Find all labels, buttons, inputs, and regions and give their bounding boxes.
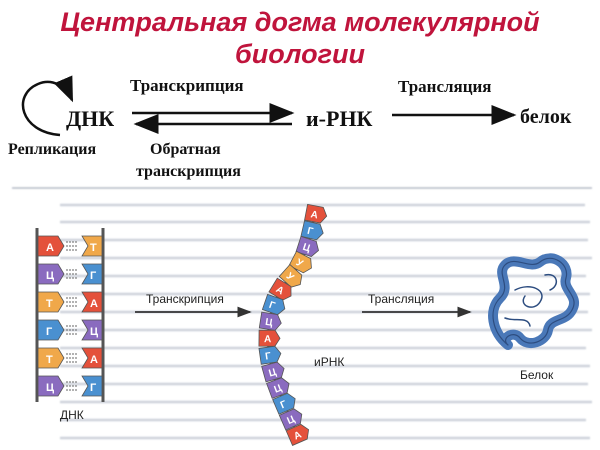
rna-base: У xyxy=(288,250,312,274)
rna-base-letter: Ц xyxy=(286,414,298,427)
dna-right-base xyxy=(81,235,103,257)
dna-left-base xyxy=(37,347,65,369)
dna-right-base xyxy=(81,263,103,285)
dna-left-base xyxy=(37,291,65,313)
rna-base: Г xyxy=(300,220,324,241)
rna-base: Ц xyxy=(278,408,303,431)
rna-base-shape xyxy=(285,423,310,446)
rna-base: Г xyxy=(261,293,286,316)
dna-node: ДНК xyxy=(66,106,115,131)
dna-left-base xyxy=(37,263,65,285)
translation-label: Трансляция xyxy=(398,77,492,96)
illus-dna-label: ДНК xyxy=(60,408,84,422)
dna-right-base-letter: Г xyxy=(90,382,97,394)
rna-base: А xyxy=(258,329,281,347)
dna-right-base xyxy=(81,375,103,397)
rna-base-shape xyxy=(258,345,282,365)
reverse-transcription-label-1: Обратная xyxy=(150,141,221,158)
rna-base-shape xyxy=(295,235,319,258)
protein-icon xyxy=(488,253,579,350)
reverse-transcription-label-2: транскрипция xyxy=(136,163,241,180)
rna-base-letter: Ц xyxy=(264,317,274,329)
rna-node: и-РНК xyxy=(306,106,373,131)
rna-base-letter: У xyxy=(294,257,305,270)
background-text xyxy=(12,187,592,440)
rna-base: Ц xyxy=(266,377,290,399)
rna-base-letter: А xyxy=(292,430,303,443)
rna-base-shape xyxy=(304,203,328,224)
rna-base: Г xyxy=(272,392,296,415)
dna-left-base-letter: Г xyxy=(46,326,53,338)
dna-left-base-letter: Т xyxy=(46,298,53,310)
rna-base-letter: Г xyxy=(306,226,314,238)
dna-left-base xyxy=(37,375,65,397)
rna-base-letter: Г xyxy=(267,300,276,312)
rna-base-letter: Ц xyxy=(273,383,284,396)
rna-base-letter: Г xyxy=(264,351,271,363)
rna-base: Ц xyxy=(295,235,319,258)
rna-base-shape xyxy=(288,250,312,274)
rna-base-letter: А xyxy=(310,209,319,221)
dna-right-base xyxy=(81,319,103,341)
rna-base-letter: Ц xyxy=(301,242,312,255)
illus-translation-label: Трансляция xyxy=(368,292,435,306)
rna-base-shape xyxy=(258,311,282,331)
dna-left-base-letter: Ц xyxy=(46,270,54,282)
dna-left-base-letter: Т xyxy=(46,354,53,366)
dna-right-base-letter: Г xyxy=(90,270,97,282)
rna-base: У xyxy=(278,263,303,288)
rna-base-letter: Ц xyxy=(268,367,279,380)
rna-base: Г xyxy=(258,345,282,365)
illus-rna-label: иРНК xyxy=(314,355,345,369)
dna-left-base xyxy=(37,235,65,257)
rna-base: А xyxy=(285,423,310,446)
rna-base-shape xyxy=(258,329,281,347)
dna-left-base xyxy=(37,319,65,341)
rna-base-shape xyxy=(268,277,292,301)
illus-transcription-label: Транскрипция xyxy=(146,292,224,306)
rna-base-letter: Г xyxy=(279,399,289,411)
dna-right-base-letter: Т xyxy=(90,242,97,254)
rna-base-shape xyxy=(278,408,303,431)
dna-right-base xyxy=(81,291,103,313)
rna-base: Ц xyxy=(261,361,285,383)
transcription-label: Транскрипция xyxy=(130,76,244,95)
dna-right-base-letter: Ц xyxy=(90,326,98,338)
rna-base: А xyxy=(304,203,328,224)
rna-base: А xyxy=(268,277,292,301)
page-title: Центральная догма молекулярной биологии xyxy=(0,6,600,70)
replication-label: Репликация xyxy=(8,141,97,158)
dna-right-base-letter: А xyxy=(90,298,98,310)
dna-left-base-letter: Ц xyxy=(46,382,54,394)
dna-right-base-letter: А xyxy=(90,354,98,366)
title-line-2: биологии xyxy=(234,39,366,69)
rna-base-shape xyxy=(278,263,303,288)
rna-base-letter: А xyxy=(274,284,286,297)
rna-base-shape xyxy=(266,377,290,399)
illus-protein-label: Белок xyxy=(520,368,554,382)
rna-base-shape xyxy=(300,220,324,241)
replication-arrow xyxy=(21,75,74,137)
dna-right-base xyxy=(81,347,103,369)
rna-base-shape xyxy=(261,293,286,316)
rna-base-shape xyxy=(272,392,296,415)
rna-base-letter: А xyxy=(264,334,271,345)
rna-base-shape xyxy=(261,361,285,383)
dna-left-base-letter: А xyxy=(46,242,54,254)
title-line-1: Центральная догма молекулярной xyxy=(60,7,540,37)
rna-base: Ц xyxy=(258,311,282,331)
protein-node: белок xyxy=(520,106,572,128)
